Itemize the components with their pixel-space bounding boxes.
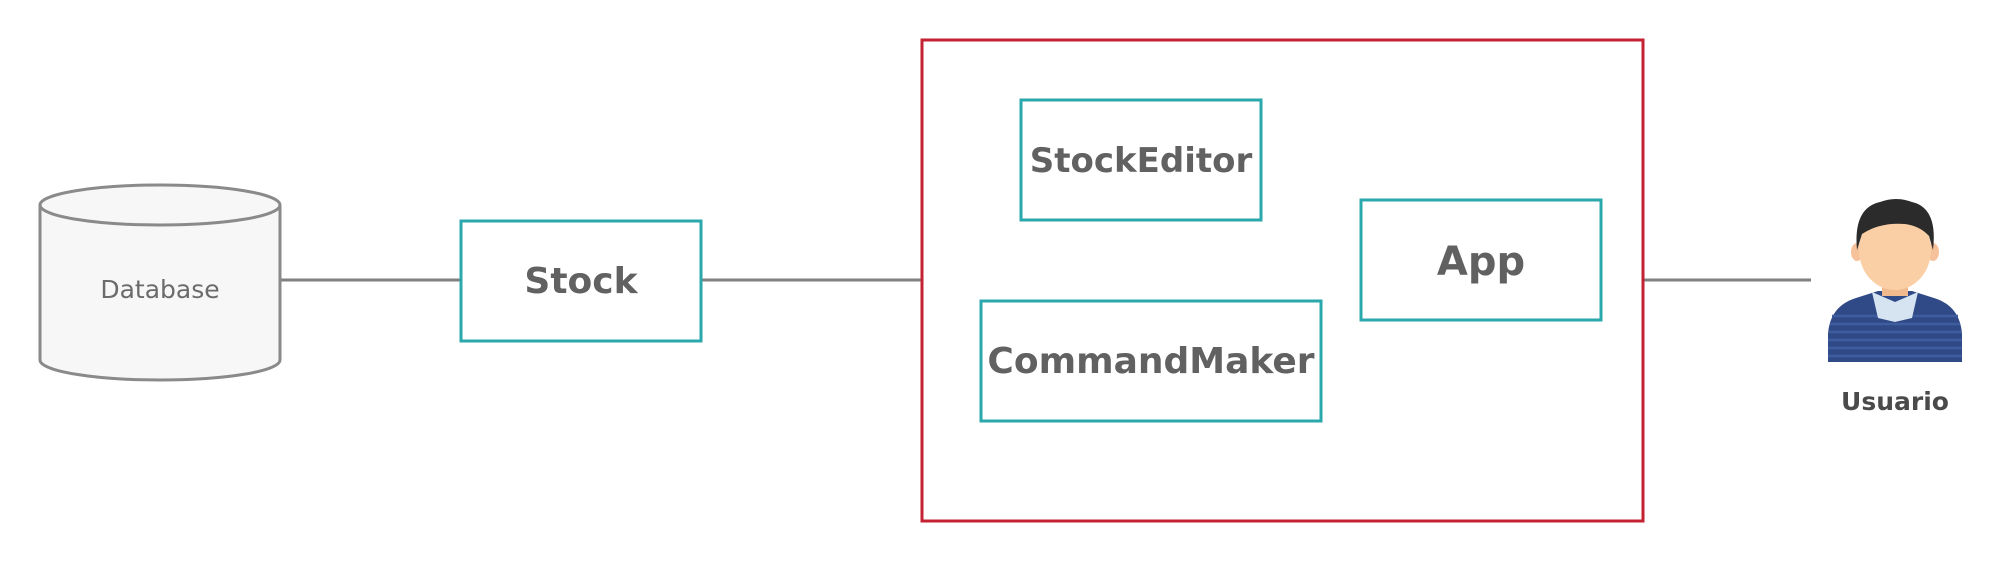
command-maker-box: CommandMaker [979, 299, 1323, 423]
stock-editor-box: StockEditor [1019, 98, 1263, 222]
user-label: Usuario [1841, 387, 1949, 416]
user-avatar-icon [1828, 199, 1962, 362]
app-label: App [1437, 239, 1525, 285]
command-maker-label: CommandMaker [987, 341, 1314, 382]
database-label: Database [100, 275, 219, 304]
stock-box: Stock [459, 219, 703, 343]
app-box: App [1359, 198, 1603, 322]
application-container [920, 38, 1645, 523]
stock-label: Stock [524, 261, 638, 302]
database-cylinder-icon: Database [38, 183, 282, 382]
stock-editor-label: StockEditor [1030, 141, 1253, 181]
